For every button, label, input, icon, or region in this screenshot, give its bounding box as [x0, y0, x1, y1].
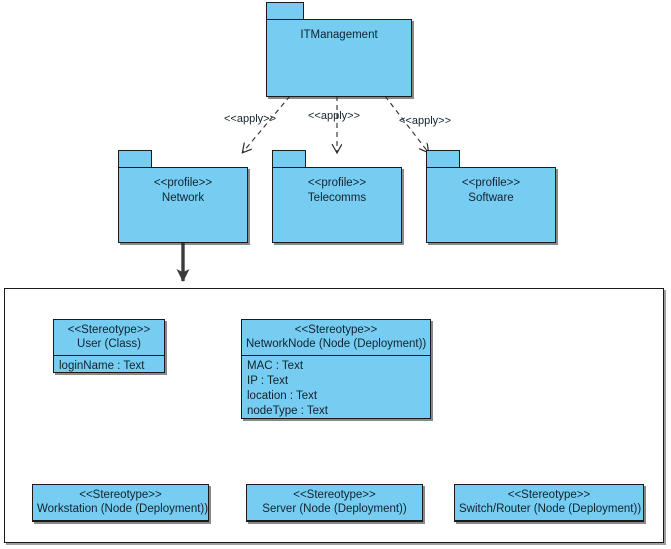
stereotype-workstation-attributes [33, 521, 208, 534]
stereotype-server-name: Server (Node (Deployment)) [262, 503, 407, 515]
stereotype-workstation-name: Workstation (Node (Deployment)) [37, 503, 209, 515]
profile-name-software: Software [468, 192, 514, 204]
stereotype-switch-router-attributes [455, 521, 643, 534]
profile-stereotype-telecomms: <<profile>> [307, 177, 367, 189]
stereotype-user-attributes: loginName : Text [54, 356, 164, 378]
stereotype-workstation-keyword: <<Stereotype>> [79, 489, 162, 501]
package-profile-network[interactable]: <<profile>> Network [118, 150, 250, 244]
stereotype-switch-router[interactable]: <<Stereotype>> Switch/Router (Node (Depl… [454, 484, 644, 522]
stereotype-networknode-attributes: MAC : Text IP : Text location : Text nod… [242, 356, 430, 423]
package-tab-network [118, 150, 152, 168]
stereotype-networknode-header: <<Stereotype>> NetworkNode (Node (Deploy… [242, 320, 430, 356]
profile-name-network: Network [161, 192, 205, 204]
package-body-telecomms: <<profile>> Telecomms [272, 167, 402, 243]
stereotype-switch-router-header: <<Stereotype>> Switch/Router (Node (Depl… [455, 485, 643, 521]
stereotype-switch-router-keyword: <<Stereotype>> [507, 489, 591, 501]
package-label-itmanagement: ITManagement [300, 29, 378, 41]
attribute-ip: IP : Text [247, 375, 289, 387]
stereotype-server[interactable]: <<Stereotype>> Server (Node (Deployment)… [246, 484, 423, 522]
attribute-loginname: loginName : Text [59, 360, 145, 372]
package-itmanagement[interactable]: ITManagement [266, 2, 414, 98]
package-tab-software [426, 150, 460, 168]
attribute-nodetype: nodeType : Text [247, 405, 328, 417]
profile-name-telecomms: Telecomms [307, 192, 367, 204]
stereotype-networknode-name: NetworkNode (Node (Deployment)) [246, 338, 427, 350]
package-body-network: <<profile>> Network [118, 167, 248, 243]
stereotype-server-attributes [247, 521, 422, 534]
attribute-mac: MAC : Text [247, 360, 304, 372]
stereotype-user-name: User (Class) [77, 338, 141, 350]
stereotype-workstation[interactable]: <<Stereotype>> Workstation (Node (Deploy… [32, 484, 209, 522]
apply-label-software: <<apply>> [399, 115, 451, 127]
apply-label-telecomms: <<apply>> [308, 110, 360, 122]
profile-stereotype-network: <<profile>> [153, 177, 213, 189]
stereotype-networknode[interactable]: <<Stereotype>> NetworkNode (Node (Deploy… [241, 319, 431, 419]
stereotype-user-header: <<Stereotype>> User (Class) [54, 320, 164, 356]
package-body-software: <<profile>> Software [426, 167, 556, 243]
attribute-location: location : Text [247, 390, 318, 402]
package-profile-telecomms[interactable]: <<profile>> Telecomms [272, 150, 404, 244]
stereotype-networknode-keyword: <<Stereotype>> [294, 324, 378, 336]
package-tab-itmanagement [266, 2, 304, 20]
package-body-itmanagement: ITManagement [266, 19, 412, 97]
profile-stereotype-software: <<profile>> [461, 177, 521, 189]
stereotype-server-keyword: <<Stereotype>> [293, 489, 376, 501]
package-profile-software[interactable]: <<profile>> Software [426, 150, 558, 244]
stereotype-workstation-header: <<Stereotype>> Workstation (Node (Deploy… [33, 485, 208, 521]
stereotype-server-header: <<Stereotype>> Server (Node (Deployment)… [247, 485, 422, 521]
stereotype-user[interactable]: <<Stereotype>> User (Class) loginName : … [53, 319, 165, 373]
package-tab-telecomms [272, 150, 306, 168]
stereotype-user-keyword: <<Stereotype>> [67, 324, 151, 336]
stereotype-switch-router-name: Switch/Router (Node (Deployment)) [459, 503, 642, 515]
apply-label-network: <<apply>> [224, 113, 276, 125]
